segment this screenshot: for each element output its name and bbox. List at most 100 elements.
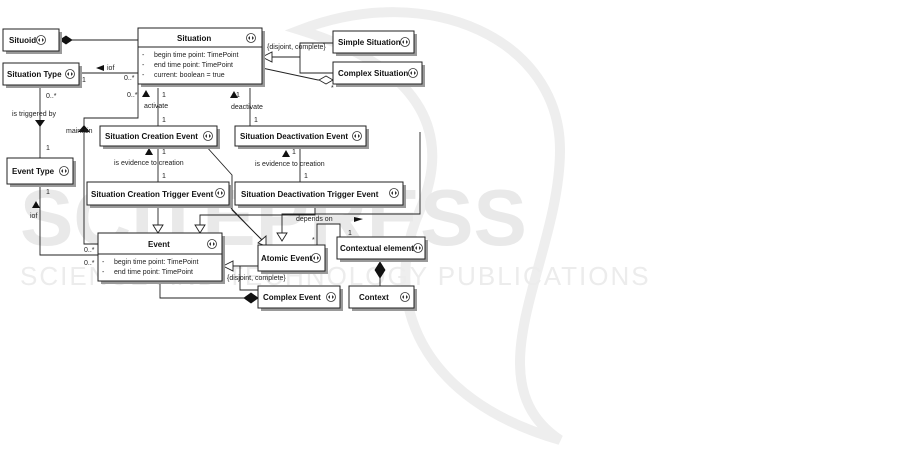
edge-is-triggered-by: 0..* is triggered by 1 bbox=[12, 87, 57, 158]
label-zeromany-maintain-bot: 0..* bbox=[84, 260, 95, 267]
class-event-expand-icon[interactable] bbox=[207, 239, 217, 249]
watermark-swoosh bbox=[284, 7, 566, 445]
label-one-deactivate-top: 1 bbox=[236, 92, 240, 99]
label-one-evl-bot: 1 bbox=[162, 173, 166, 180]
edge-complex-event-composition bbox=[159, 283, 259, 304]
edge-situation-generalization: {disjoint, complete} bbox=[260, 42, 333, 74]
class-situation-creation-event-expand-icon[interactable] bbox=[203, 131, 213, 141]
label-one-evr-bot: 1 bbox=[304, 173, 308, 180]
class-situation[interactable]: Situation - begin time point: TimePoint … bbox=[137, 27, 265, 87]
class-situation-deactivation-event[interactable]: Situation Deactivation Event bbox=[234, 125, 369, 149]
class-event-attr-2: end time point: TimePoint bbox=[114, 269, 193, 276]
label-activate: activate bbox=[144, 103, 168, 110]
edge-situoid-situation bbox=[59, 35, 138, 45]
class-complex-event-title: Complex Event bbox=[263, 293, 321, 302]
class-situation-creation-event[interactable]: Situation Creation Event bbox=[99, 125, 220, 149]
class-situation-type[interactable]: Situation Type bbox=[2, 62, 82, 88]
class-situation-deactivation-event-expand-icon[interactable] bbox=[352, 131, 362, 141]
class-contextual-element-expand-icon[interactable] bbox=[413, 243, 423, 253]
class-situation-deactivation-trigger-event[interactable]: Situation Deactivation Trigger Event bbox=[234, 181, 406, 208]
label-maintain: maintain bbox=[66, 128, 93, 135]
label-disjoint-complete-top: {disjoint, complete} bbox=[267, 44, 326, 51]
class-situation-type-expand-icon[interactable] bbox=[65, 69, 75, 79]
label-iof-left: iof bbox=[30, 213, 37, 220]
class-situation-deactivation-trigger-event-expand-icon[interactable] bbox=[389, 188, 399, 198]
class-complex-event-expand-icon[interactable] bbox=[326, 292, 336, 302]
class-situation-attr-2: end time point: TimePoint bbox=[154, 62, 233, 69]
class-event-title: Event bbox=[148, 240, 170, 249]
class-atomic-event-title: Atomic Event bbox=[261, 254, 312, 263]
class-event-type-title: Event Type bbox=[12, 167, 55, 176]
label-one-trig: 1 bbox=[46, 145, 50, 152]
edge-maintain: maintain 0..* 0..* bbox=[66, 83, 139, 267]
class-situoid-title: Situoid bbox=[9, 36, 36, 45]
label-one-deactivate-bot: 1 bbox=[254, 117, 258, 124]
edge-complex-situation-aggregation: * bbox=[261, 67, 334, 92]
label-one-depends: 1 bbox=[348, 230, 352, 237]
class-event-type-expand-icon[interactable] bbox=[59, 166, 69, 176]
class-contextual-element[interactable]: Contextual element bbox=[336, 236, 428, 262]
label-zeromany-iof-top: 0..* bbox=[124, 75, 135, 82]
class-event-attr-dash-1: - bbox=[102, 259, 105, 266]
class-situation-attr-1: begin time point: TimePoint bbox=[154, 52, 238, 59]
class-complex-situation-title: Complex Situation bbox=[338, 69, 408, 78]
class-situation-creation-trigger-event[interactable]: Situation Creation Trigger Event bbox=[86, 181, 232, 208]
class-situation-creation-trigger-event-expand-icon[interactable] bbox=[215, 188, 225, 198]
label-disjoint-complete-bottom: {disjoint, complete} bbox=[227, 275, 286, 282]
label-many-depends: * bbox=[312, 237, 315, 244]
class-atomic-event-expand-icon[interactable] bbox=[311, 253, 321, 263]
label-evidence-left: is evidence to creation bbox=[114, 160, 184, 167]
class-situation-deactivation-trigger-event-title: Situation Deactivation Trigger Event bbox=[241, 190, 379, 199]
class-simple-situation-expand-icon[interactable] bbox=[400, 37, 410, 47]
class-context-expand-icon[interactable] bbox=[400, 292, 410, 302]
label-one-iof-left: 1 bbox=[46, 189, 50, 196]
class-simple-situation[interactable]: Simple Situation bbox=[332, 30, 417, 56]
edge-trigger-generalization bbox=[152, 207, 316, 234]
class-situation-type-title: Situation Type bbox=[7, 70, 62, 79]
label-depends-on: depends on bbox=[296, 216, 333, 223]
edge-event-generalization: {disjoint, complete} bbox=[221, 260, 286, 291]
class-context-title: Context bbox=[359, 293, 389, 302]
label-one-evr-top: 1 bbox=[292, 149, 296, 156]
edge-evidence-right: 1 is evidence to creation 1 bbox=[255, 145, 325, 182]
class-complex-situation[interactable]: Complex Situation bbox=[332, 61, 425, 87]
class-situation-attr-dash-2: - bbox=[142, 62, 145, 69]
class-complex-event[interactable]: Complex Event bbox=[257, 285, 343, 311]
label-is-triggered-by: is triggered by bbox=[12, 111, 56, 118]
class-event[interactable]: Event - begin time point: TimePoint - en… bbox=[97, 232, 225, 284]
label-many-agg: * bbox=[331, 85, 334, 92]
class-complex-situation-expand-icon[interactable] bbox=[408, 68, 418, 78]
class-event-type[interactable]: Event Type bbox=[6, 157, 76, 187]
class-situation-creation-trigger-event-title: Situation Creation Trigger Event bbox=[91, 190, 214, 199]
class-atomic-event[interactable]: Atomic Event bbox=[257, 244, 328, 274]
class-situoid-expand-icon[interactable] bbox=[36, 35, 46, 45]
class-event-attr-1: begin time point: TimePoint bbox=[114, 259, 198, 266]
edge-evidence-left: 1 is evidence to creation 1 bbox=[114, 145, 184, 182]
label-one-activate-top: 1 bbox=[162, 92, 166, 99]
class-situoid[interactable]: Situoid bbox=[2, 28, 62, 54]
class-context[interactable]: Context bbox=[348, 285, 417, 311]
class-situation-attr-dash-1: - bbox=[142, 52, 145, 59]
class-situation-attr-dash-3: - bbox=[142, 72, 145, 79]
class-contextual-element-title: Contextual element bbox=[340, 244, 414, 253]
label-one-iof-top: 1 bbox=[82, 77, 86, 84]
edge-activate: 1 activate 1 bbox=[142, 88, 168, 126]
class-situation-title: Situation bbox=[177, 34, 211, 43]
class-event-attr-dash-2: - bbox=[102, 269, 105, 276]
class-situation-deactivation-event-title: Situation Deactivation Event bbox=[240, 132, 348, 141]
label-iof-top: iof bbox=[107, 65, 114, 72]
edge-context-composition bbox=[374, 261, 386, 286]
label-one-activate-bot: 1 bbox=[162, 117, 166, 124]
edge-event-type-iof: 1 iof 0..* bbox=[30, 186, 98, 256]
class-situation-creation-event-title: Situation Creation Event bbox=[105, 132, 198, 141]
label-one-evl-top: 1 bbox=[162, 149, 166, 156]
label-zeromany-iof-left: 0..* bbox=[84, 247, 95, 254]
class-situation-attr-3: current: boolean = true bbox=[154, 72, 225, 79]
label-zeromany-trig: 0..* bbox=[46, 93, 57, 100]
class-situation-expand-icon[interactable] bbox=[246, 33, 256, 43]
edge-deactivate: 1 deactivate 1 bbox=[230, 88, 263, 126]
edge-depends-on: depends on * 1 bbox=[296, 216, 363, 245]
label-evidence-right: is evidence to creation bbox=[255, 161, 325, 168]
class-simple-situation-title: Simple Situation bbox=[338, 38, 401, 47]
